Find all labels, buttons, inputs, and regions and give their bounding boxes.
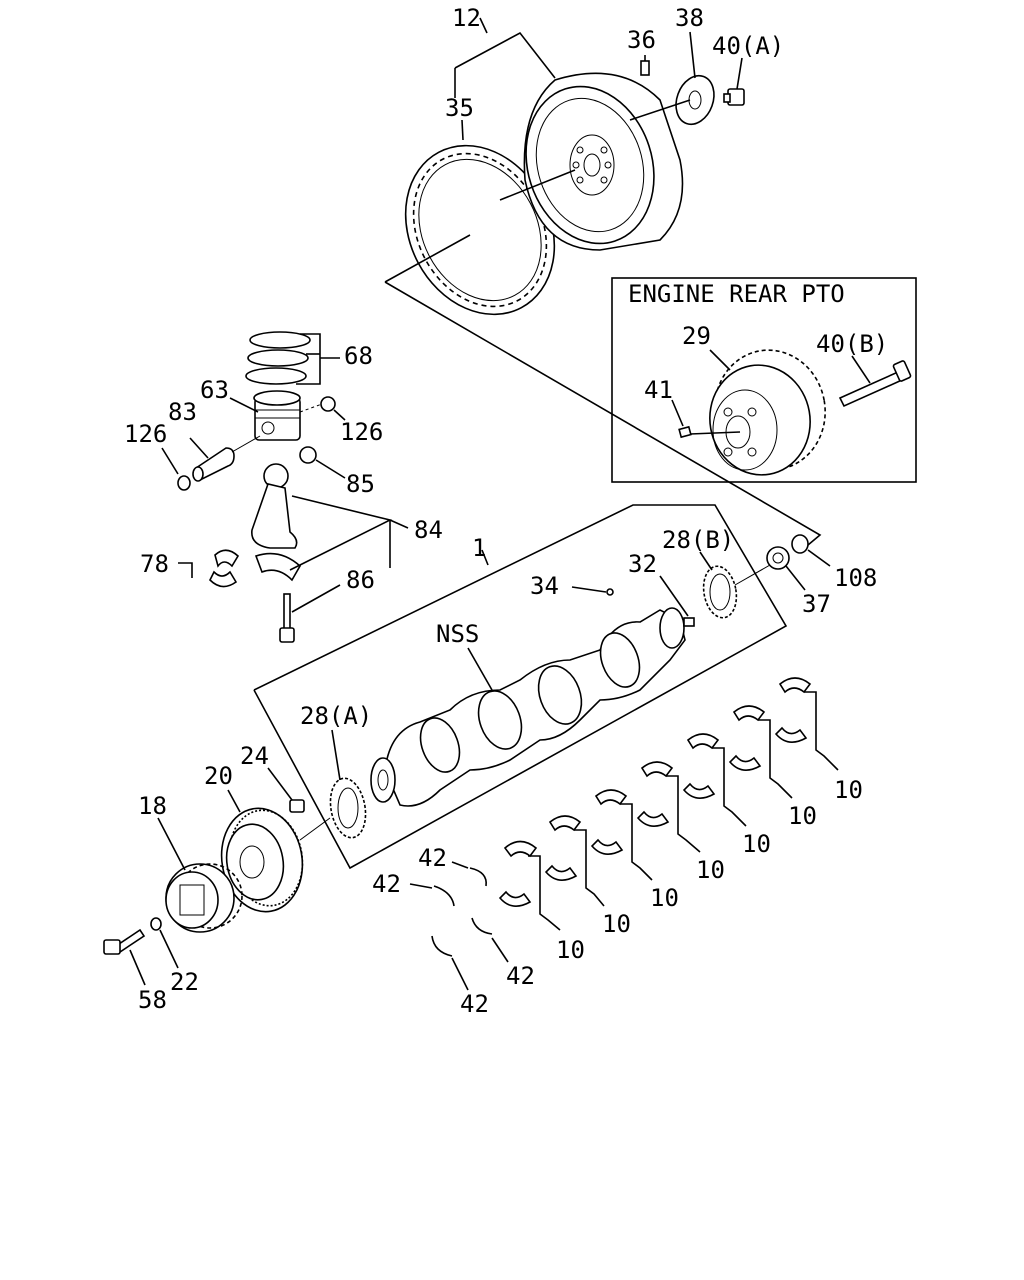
main-bearing-set-5	[682, 733, 747, 827]
callout-38: 38	[675, 4, 704, 32]
pto-gear	[709, 349, 826, 476]
callout-28b: 28(B)	[662, 526, 734, 554]
callout-86: 86	[346, 566, 375, 594]
flywheel	[523, 72, 684, 251]
inset-title: ENGINE REAR PTO	[628, 280, 845, 308]
callout-36: 36	[627, 26, 656, 54]
callout-58: 58	[138, 986, 167, 1014]
piston-assembly	[161, 331, 409, 643]
piston	[253, 390, 301, 441]
main-bearing-set-2	[544, 815, 605, 907]
thrust-washer	[471, 917, 493, 935]
callout-10-3: 10	[650, 884, 679, 912]
callout-22: 22	[170, 968, 199, 996]
pto-bolt	[838, 360, 912, 408]
crank-pulley	[165, 863, 243, 933]
callout-10-2: 10	[602, 910, 631, 938]
snap-ring	[320, 396, 336, 412]
flywheel-bolt	[723, 88, 745, 106]
callout-10-7: 10	[834, 776, 863, 804]
callout-18: 18	[138, 792, 167, 820]
bushing	[299, 446, 317, 464]
callout-28a: 28(A)	[300, 702, 372, 730]
callout-84: 84	[414, 516, 443, 544]
flywheel-assembly	[384, 17, 745, 316]
callout-37: 37	[802, 590, 831, 618]
damper-pulley-group	[103, 767, 331, 986]
crankshaft-box	[253, 504, 788, 870]
flywheel-plate	[675, 74, 715, 126]
callout-126-left: 126	[124, 420, 167, 448]
callout-126-right: 126	[340, 418, 383, 446]
crank-damper	[220, 807, 304, 913]
crank-pin-34	[606, 588, 614, 596]
callout-10-4: 10	[696, 856, 725, 884]
piston-rings	[245, 331, 311, 385]
piston-pin	[192, 447, 235, 482]
crank-gear-a	[329, 777, 367, 839]
main-bearing-set-3	[590, 789, 653, 881]
callout-12: 12	[452, 4, 481, 32]
retaining-ring	[791, 534, 809, 554]
callout-34: 34	[530, 572, 559, 600]
main-bearing-set-4	[636, 761, 701, 853]
callout-83: 83	[168, 398, 197, 426]
conrod-bearing	[209, 549, 240, 588]
callout-10-5: 10	[742, 830, 771, 858]
thrust-washer	[431, 935, 453, 957]
thrust-washer	[469, 867, 487, 887]
callout-68: 68	[344, 342, 373, 370]
connecting-rod	[251, 463, 302, 582]
crank-gear-b	[702, 565, 738, 619]
main-bearings	[498, 677, 839, 931]
main-bearing-set-6	[728, 705, 793, 799]
callout-42-c: 42	[506, 962, 535, 990]
callout-20: 20	[204, 762, 233, 790]
callout-10-1: 10	[556, 936, 585, 964]
pulley-bolt	[103, 928, 146, 955]
damper-bolt	[289, 799, 305, 813]
main-bearing-set-7	[774, 677, 839, 771]
callout-nss: NSS	[436, 620, 479, 648]
thrust-washer	[433, 885, 455, 907]
callout-108: 108	[834, 564, 877, 592]
engine-rear-pto-inset: ENGINE REAR PTO	[611, 277, 917, 483]
callout-42-a: 42	[418, 844, 447, 872]
conrod-bolt	[279, 593, 295, 643]
pto-pin	[678, 425, 692, 439]
callout-40b: 40(B)	[816, 330, 888, 358]
callout-29: 29	[682, 322, 711, 350]
callout-35: 35	[445, 94, 474, 122]
callout-42-b: 42	[372, 870, 401, 898]
crankshaft	[370, 607, 686, 807]
callout-42-d: 42	[460, 990, 489, 1018]
thrust-washers	[409, 861, 509, 991]
pulley-washer	[150, 917, 162, 931]
callout-24: 24	[240, 742, 269, 770]
callout-32: 32	[628, 550, 657, 578]
callout-40a: 40(A)	[712, 32, 784, 60]
callout-78: 78	[140, 550, 169, 578]
dowel-pin	[640, 60, 650, 76]
pilot-bearing	[766, 546, 790, 570]
crank-pin-32	[683, 617, 695, 627]
main-bearing-set-1	[498, 840, 561, 931]
callout-41: 41	[644, 376, 673, 404]
callout-85: 85	[346, 470, 375, 498]
callout-1: 1	[472, 534, 486, 562]
callout-labels: 12 35 36 38 40(A) 68 63 83 126 126 85 84…	[124, 4, 888, 1018]
callout-63: 63	[200, 376, 229, 404]
callout-10-6: 10	[788, 802, 817, 830]
snap-ring	[177, 475, 191, 491]
